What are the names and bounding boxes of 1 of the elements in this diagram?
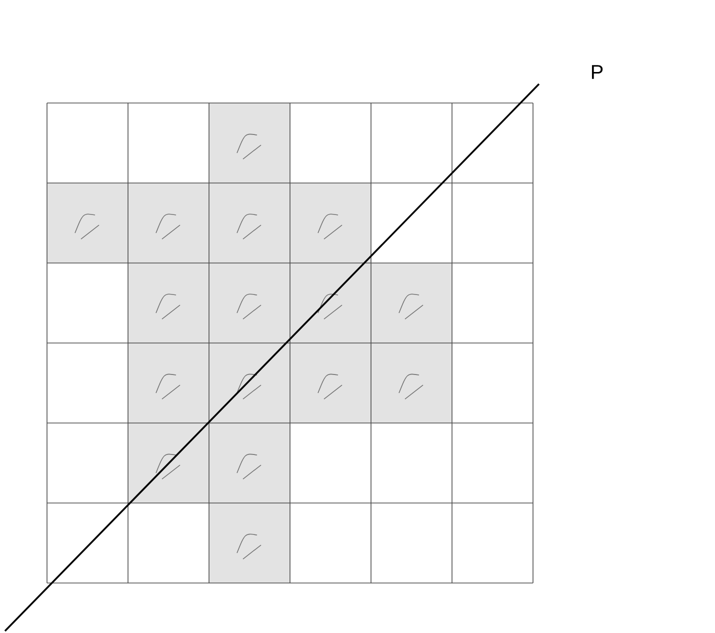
line-label: P [592, 65, 603, 79]
